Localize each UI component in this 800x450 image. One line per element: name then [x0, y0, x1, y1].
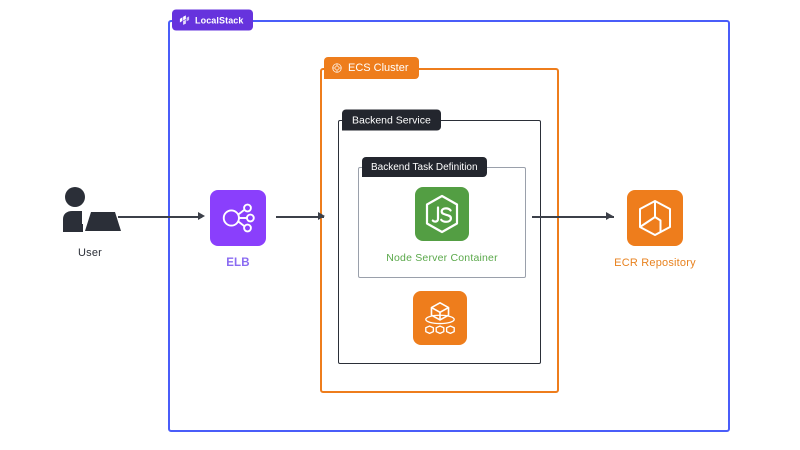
ecs-cluster-boundary — [320, 68, 559, 393]
elastic-load-balancer-icon — [210, 190, 266, 246]
localstack-badge: LocalStack — [172, 9, 253, 31]
task-definition-badge: Backend Task Definition — [362, 157, 487, 177]
node-node-server-container: Node Server Container — [386, 187, 498, 264]
node-ecr-repository: ECR Repository — [610, 190, 700, 269]
localstack-logo-icon — [179, 15, 190, 26]
nodejs-icon — [415, 187, 469, 241]
node-ecs-task — [412, 291, 468, 345]
backend-service-badge: Backend Service — [342, 109, 441, 131]
arrow-elb-to-ecs-cluster-head — [318, 211, 325, 220]
arrow-elb-to-ecs-cluster — [276, 216, 324, 218]
ecs-cluster-icon — [331, 62, 343, 74]
localstack-label: LocalStack — [195, 15, 244, 25]
node-node-server-container-label: Node Server Container — [386, 252, 498, 264]
node-ecr-repository-label: ECR Repository — [614, 257, 696, 269]
ecs-cluster-label: ECS Cluster — [348, 62, 409, 74]
localstack-boundary — [168, 20, 730, 432]
aws-ecs-container-icon — [413, 291, 467, 345]
node-elb-label: ELB — [226, 257, 250, 269]
arrow-user-to-elb — [118, 216, 202, 218]
node-user: User — [44, 186, 136, 259]
ecs-cluster-badge: ECS Cluster — [324, 57, 419, 79]
user-at-laptop-icon — [54, 186, 126, 236]
task-definition-label: Backend Task Definition — [371, 161, 478, 173]
node-elb: ELB — [208, 190, 268, 269]
arrow-task-definition-to-ecr — [532, 216, 614, 218]
backend-service-label: Backend Service — [352, 114, 431, 126]
node-user-label: User — [77, 247, 103, 259]
arrow-task-definition-to-ecr-head — [606, 211, 613, 220]
ecr-cube-icon — [627, 190, 683, 246]
arrow-user-to-elb-head — [198, 211, 205, 220]
